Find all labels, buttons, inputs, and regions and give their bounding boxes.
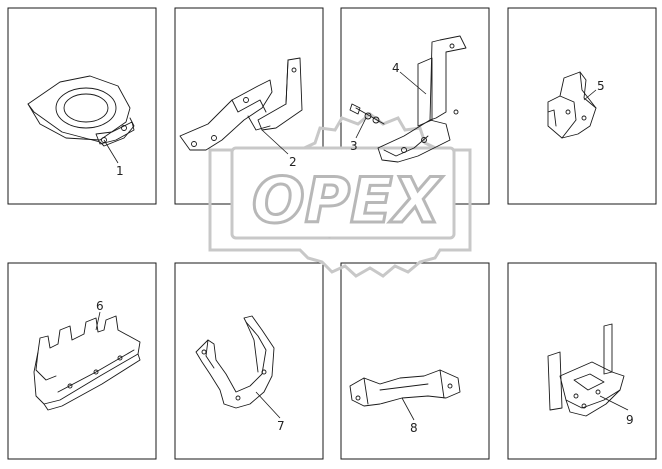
callout-1: 1 (116, 164, 124, 178)
panel-frame-9 (507, 262, 657, 460)
part-4-bracket: 4 (377, 35, 467, 163)
part-2-bracket: 2 (179, 57, 303, 169)
watermark-plate (230, 146, 456, 240)
panel-frame-5 (507, 7, 657, 205)
callout-4: 4 (392, 61, 400, 75)
part-6-frame: 6 (33, 299, 141, 411)
part-7-bracket: 7 (195, 315, 285, 433)
panel-frame-6 (7, 262, 157, 460)
callout-5: 5 (597, 79, 605, 93)
callout-9: 9 (626, 413, 634, 427)
callout-3: 3 (350, 139, 358, 153)
watermark-dot: - (328, 233, 331, 242)
part-1-cover: 1 (27, 75, 135, 178)
callout-7: 7 (277, 419, 285, 433)
callout-6: 6 (96, 299, 104, 313)
part-9-bracket-assembly: 9 (547, 323, 634, 427)
panel-frame-7 (174, 262, 324, 460)
watermark: OPEX - (208, 112, 472, 278)
callout-2: 2 (289, 155, 297, 169)
callout-8: 8 (410, 421, 418, 435)
part-8-crossmember: 8 (349, 369, 461, 435)
part-5-bracket: 5 (547, 71, 605, 139)
panel-frame-8 (340, 262, 490, 460)
watermark-gear-icon (208, 112, 472, 278)
part-3-bolt-set: 3 (349, 103, 385, 153)
watermark-logo-text: OPEX (252, 164, 443, 237)
panel-frame-1 (7, 7, 157, 205)
